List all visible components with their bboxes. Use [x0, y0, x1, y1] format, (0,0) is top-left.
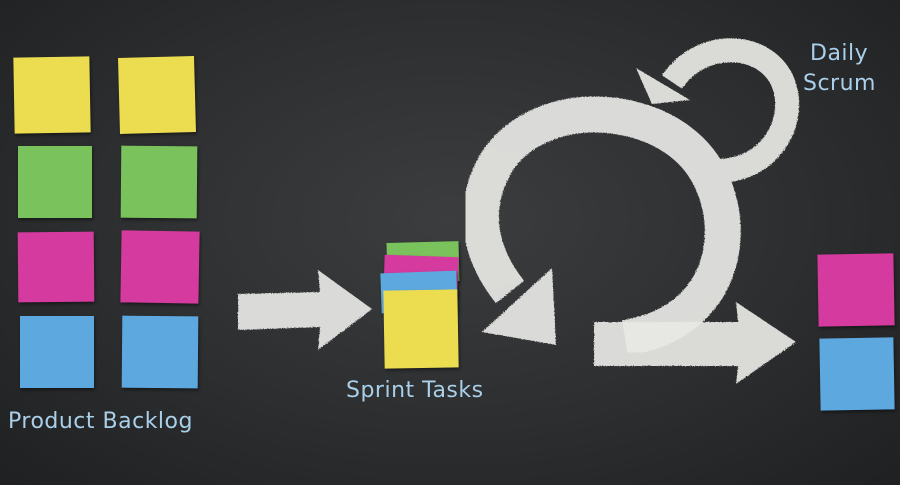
daily-loop-arrowhead-icon: [636, 68, 690, 104]
arrow-right-icon: [238, 270, 372, 350]
backlog-note-blue-1: [20, 316, 94, 388]
daily-scrum-label-line2: Scrum: [803, 71, 876, 96]
daily-loop-arrow-icon: [662, 38, 800, 184]
sprint-tasks-label: Sprint Tasks: [346, 378, 484, 403]
sprint-cycle-arrowhead-icon: [482, 268, 556, 345]
backlog-note-green-1: [18, 146, 92, 218]
product-backlog-label: Product Backlog: [8, 409, 193, 434]
sprint-cycle-arrow-icon: [462, 96, 741, 356]
daily-scrum-label-line1: Daily: [810, 41, 869, 66]
